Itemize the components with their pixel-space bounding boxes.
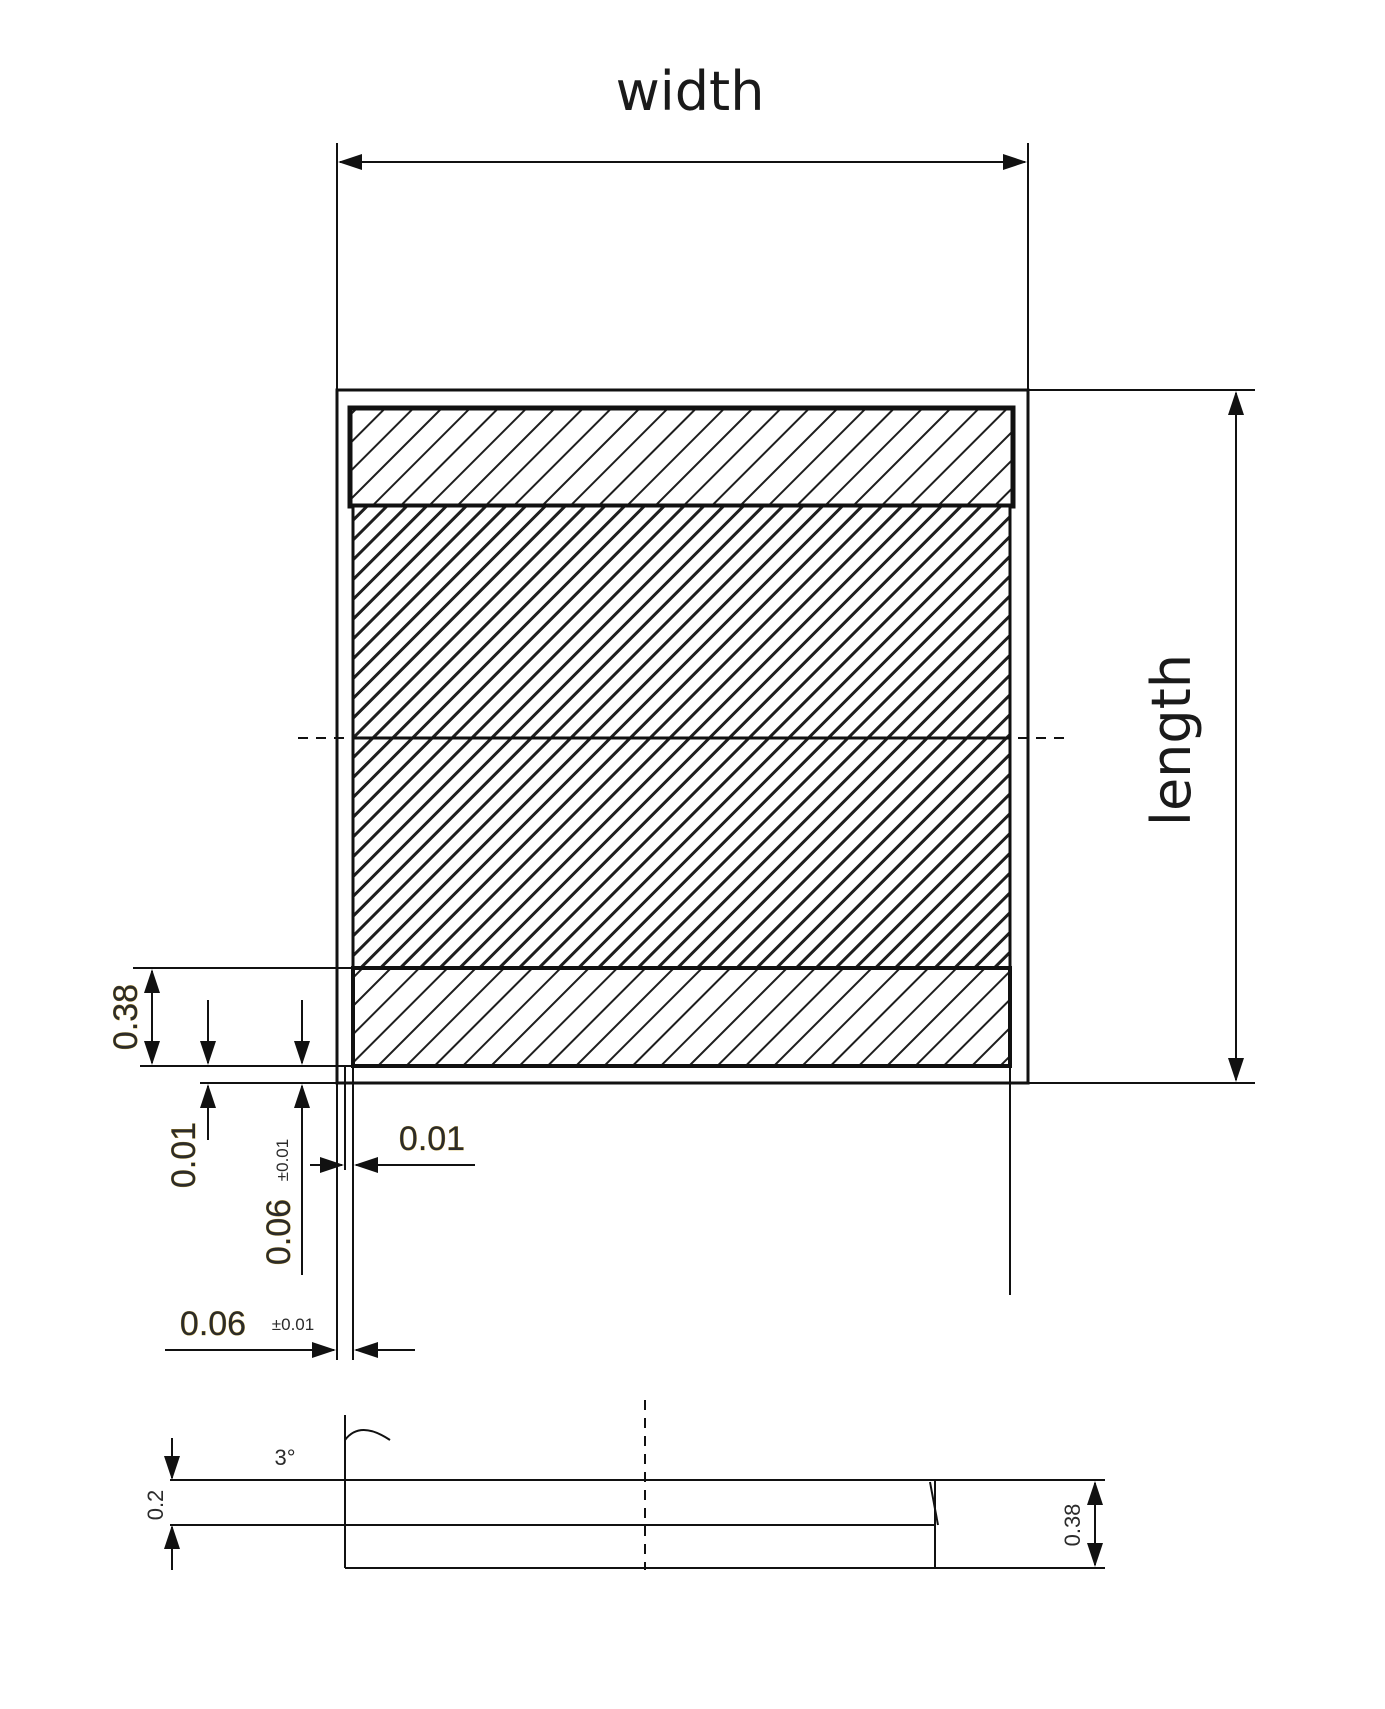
angle-arc (344, 1429, 391, 1441)
width-label: width (616, 60, 765, 123)
dim-006-horizontal-tol: ±0.01 (272, 1315, 314, 1334)
left-dimensions: 0.38 0.01 0.06 ±0.01 0.01 0.06 ±0.01 (107, 967, 475, 1360)
angle-3deg: 3° (274, 1445, 295, 1470)
bottom-terminal (351, 966, 1012, 1068)
width-dimension: width (336, 60, 1029, 390)
dim-001-vertical: 0.01 (165, 1122, 203, 1188)
dim-006-horizontal: 0.06 (180, 1305, 246, 1343)
dim-006-vertical-tol: ±0.01 (273, 1139, 292, 1181)
component-outline (335, 388, 1030, 1085)
side-view: 3° 0.2 0.38 (143, 1400, 1105, 1570)
dim-02-side: 0.2 (143, 1490, 168, 1521)
dim-038-left: 0.38 (107, 984, 145, 1050)
length-label: length (1140, 654, 1203, 826)
dim-038-side: 0.38 (1060, 1504, 1085, 1547)
length-dimension: length (1028, 389, 1255, 1084)
dim-001-horizontal: 0.01 (399, 1120, 465, 1158)
dim-006-vertical: 0.06 (260, 1199, 298, 1265)
top-terminal (347, 405, 1016, 509)
